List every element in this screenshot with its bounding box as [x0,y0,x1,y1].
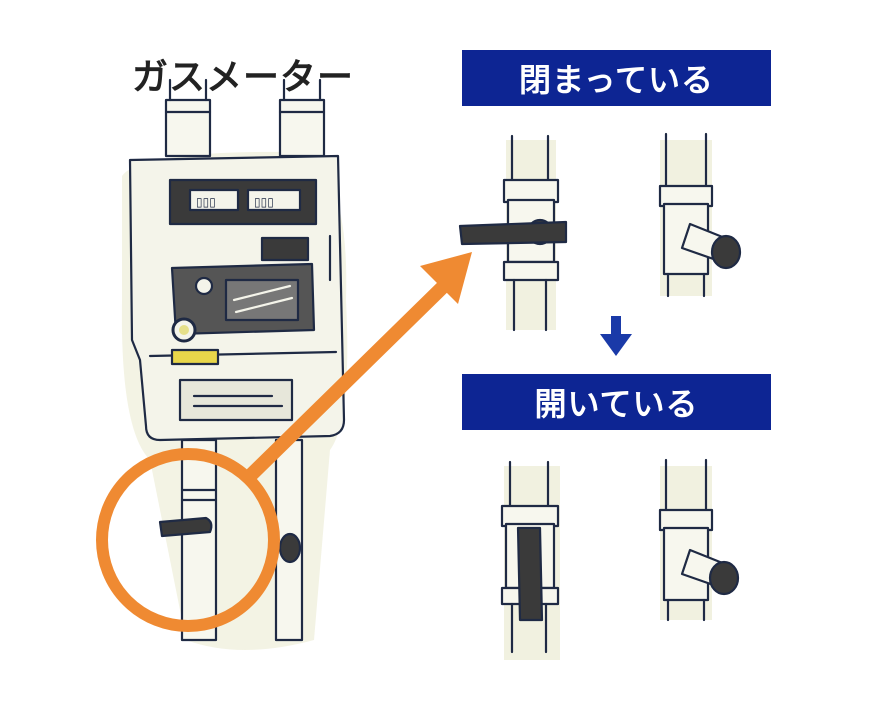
closed-state-banner: 閉まっている [462,50,771,106]
meter-bottom-pipes [180,438,304,642]
gas-meter-title: ガスメーター [132,57,355,98]
display-digits-right: ▯▯▯ [254,195,274,209]
closed-side-lever-end [710,234,742,270]
meter-small-label [260,236,310,262]
valve-open-front [500,460,560,660]
meter-valve-lever [158,516,213,538]
meter-yellow-tag [170,348,220,366]
valve-closed-front [458,134,568,332]
valve-highlight-circle [96,448,280,632]
open-state-banner: 開いている [462,374,771,430]
open-front-lever [516,526,544,622]
state-change-arrow [600,316,632,356]
valve-closed-side [658,132,742,298]
closed-front-lever [458,220,568,246]
meter-label-plate [178,378,294,422]
valve-open-side [658,458,740,622]
display-digits-left: ▯▯▯ [196,195,216,209]
pointer-arrow [245,252,472,481]
gas-meter-illustration: ▯▯▯ ▯▯▯ [121,78,348,650]
open-side-lever-end [708,560,740,596]
